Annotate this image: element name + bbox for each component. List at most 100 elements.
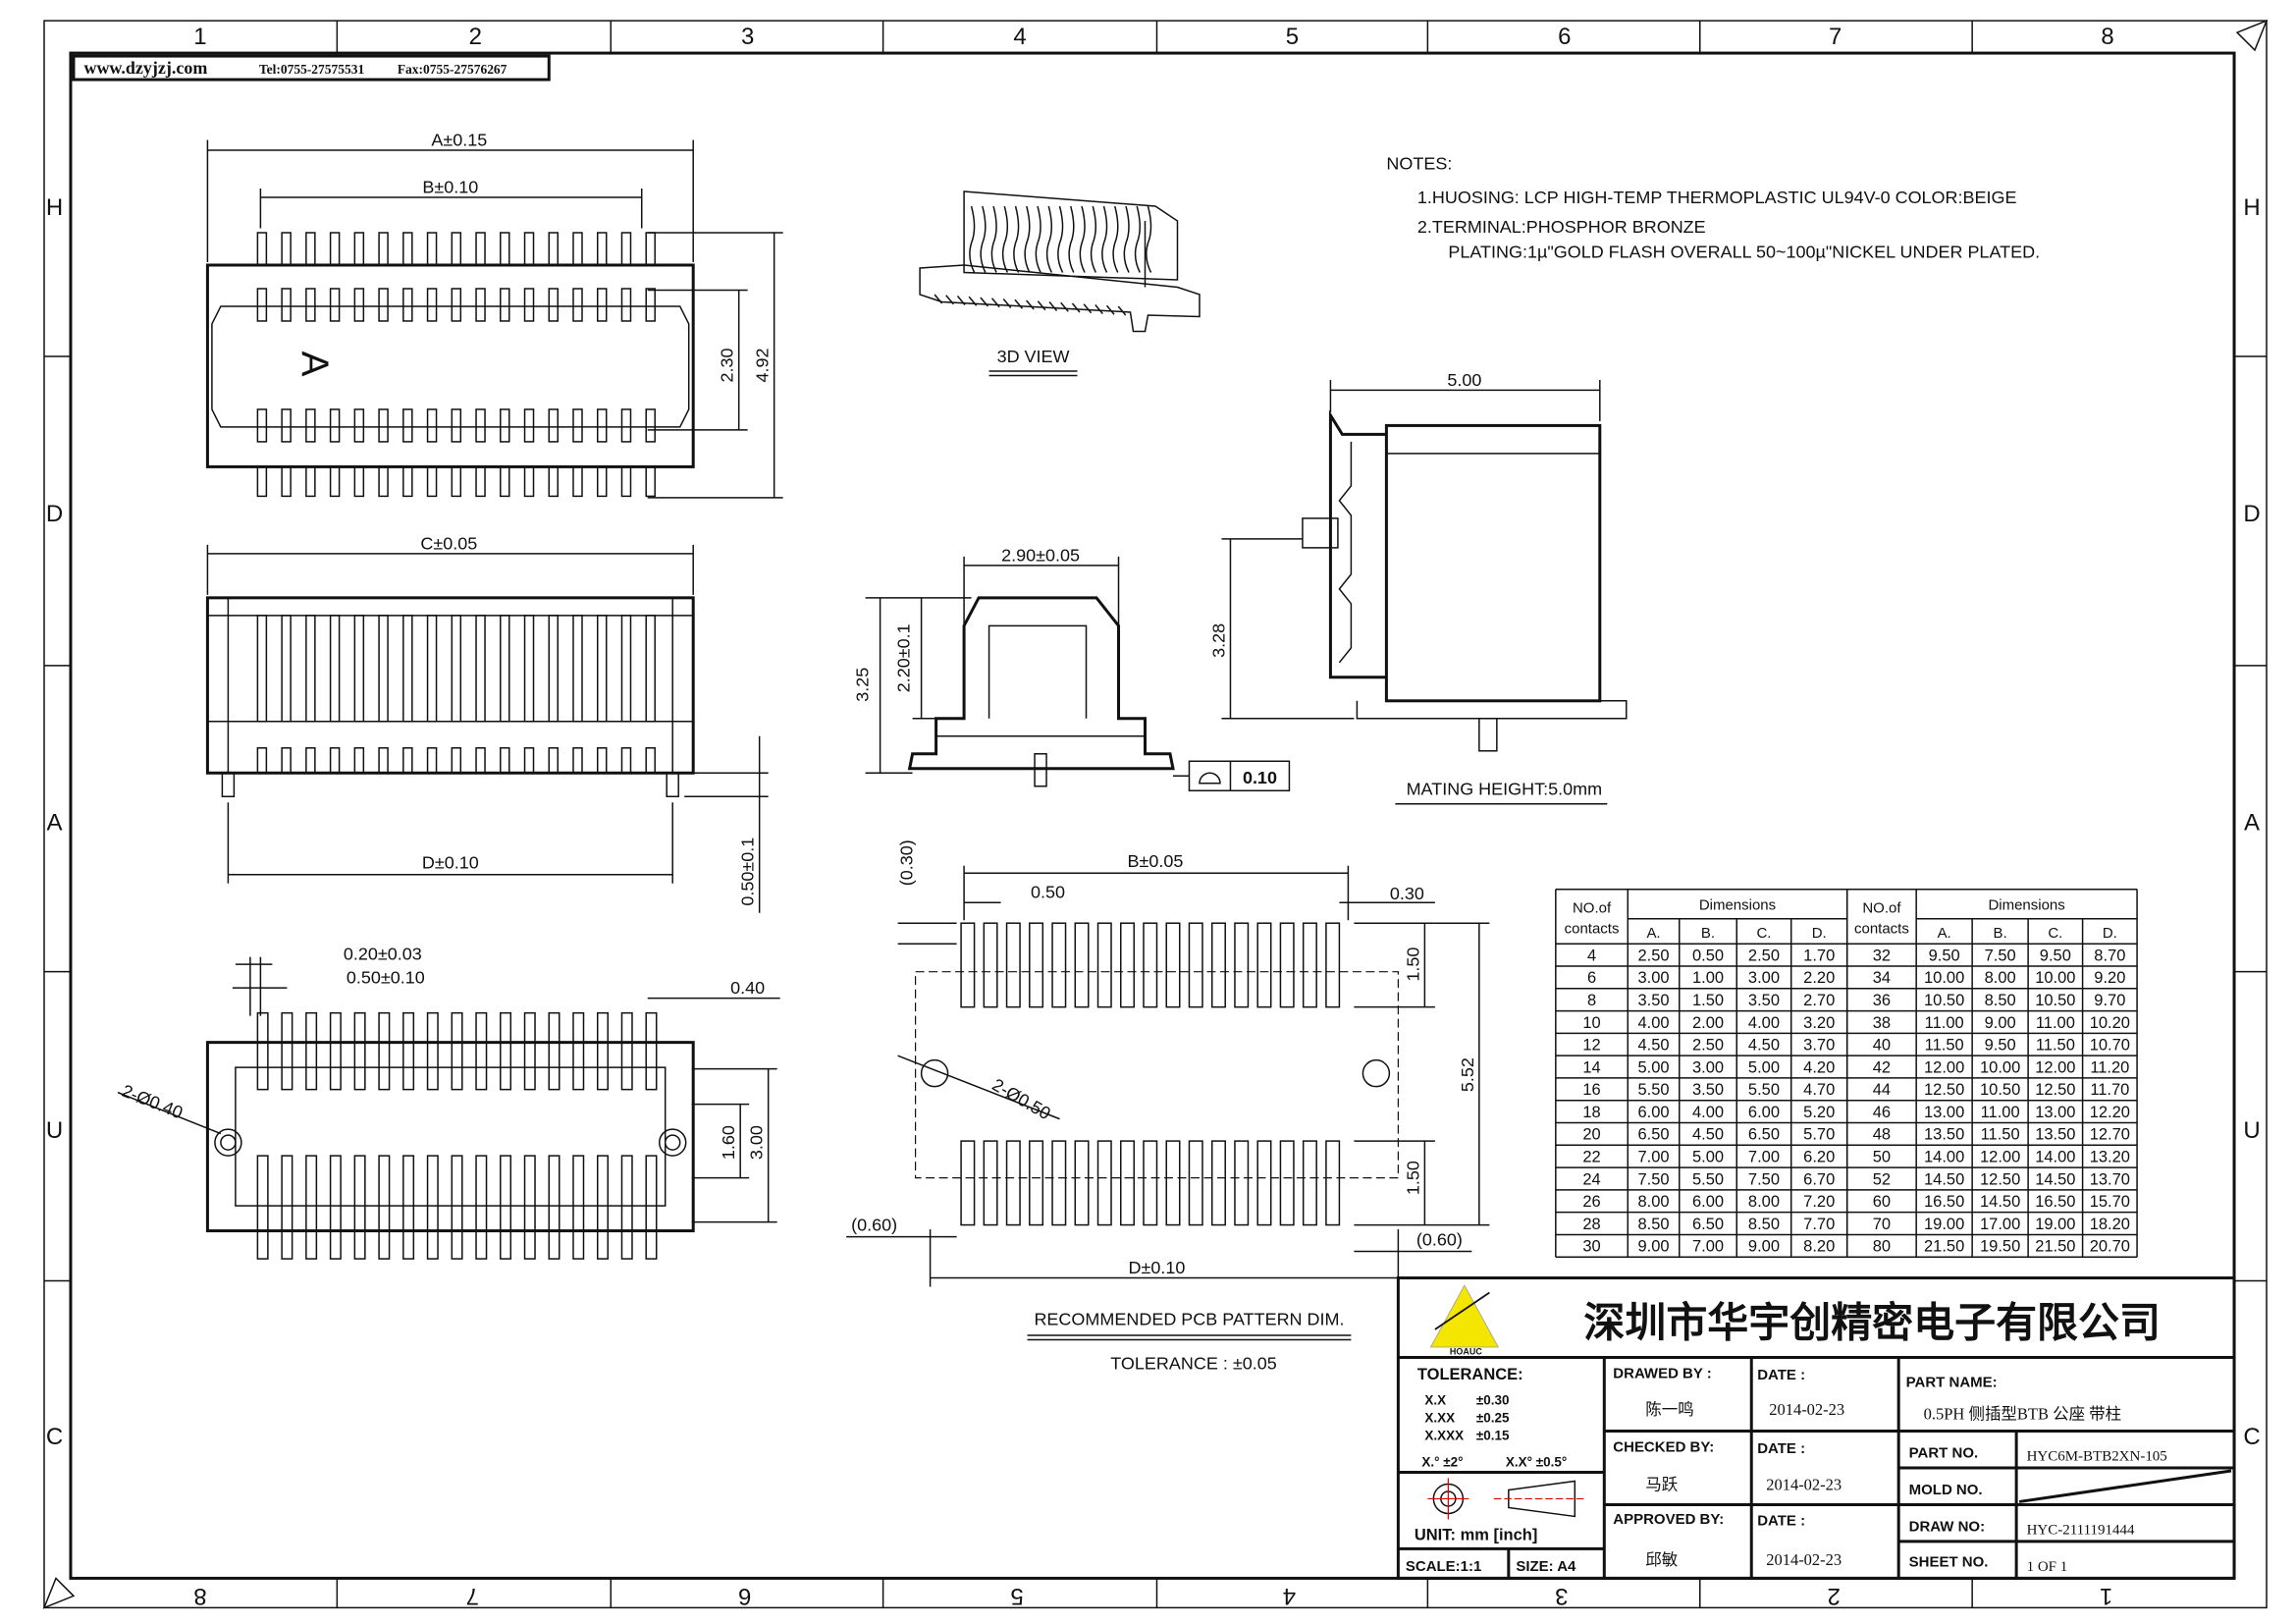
table-cell-contacts: 38: [1873, 1014, 1891, 1032]
front-pin: [475, 747, 486, 775]
front-pin: [451, 747, 462, 775]
top-pin: [523, 465, 535, 498]
tol-angle-2: X.X° ±0.5°: [1506, 1454, 1567, 1469]
iso-contact: [1068, 205, 1075, 273]
pcb-pad: [1256, 922, 1272, 1008]
tol-x: X.X: [1424, 1392, 1446, 1407]
iso-contact: [1057, 205, 1064, 273]
date-label: DATE :: [1757, 1367, 1805, 1383]
notes-title: NOTES:: [1386, 154, 1452, 174]
pcb-pad: [960, 922, 976, 1008]
table-header-contacts: NO.of: [1573, 900, 1612, 917]
front-contact: [500, 615, 510, 723]
top-pin: [572, 465, 583, 498]
front-pin: [620, 747, 632, 775]
table-cell-contacts: 6: [1587, 969, 1596, 987]
iso-view-label: 3D VIEW: [997, 347, 1070, 366]
table-cell: 14.00: [2035, 1149, 2075, 1166]
top-contact: [378, 408, 389, 443]
top-contact: [451, 408, 462, 443]
bottom-contact: [426, 1155, 439, 1260]
table-cell: 5.50: [1748, 1081, 1780, 1099]
table-cell: 11.50: [2036, 1037, 2075, 1055]
bottom-contact: [402, 1011, 415, 1091]
table-cell-contacts: 34: [1873, 969, 1891, 987]
top-contact: [353, 408, 365, 443]
iso-contact: [1024, 205, 1031, 273]
table-cell: 7.00: [1692, 1238, 1724, 1256]
mating-height: MATING HEIGHT:5.0mm: [1407, 780, 1603, 799]
top-contact: [256, 408, 268, 443]
table-cell: 13.00: [1924, 1104, 1964, 1121]
bottom-contact: [281, 1011, 294, 1091]
table-cell: 5.00: [1748, 1058, 1780, 1076]
bottom-contact: [329, 1155, 342, 1260]
pcb-dim-1-50-top: 1.50: [1403, 947, 1422, 982]
table-cell-contacts: 60: [1873, 1193, 1891, 1211]
bottom-contact: [256, 1155, 269, 1260]
approved-by: 邱敏: [1645, 1550, 1678, 1569]
table-cell-contacts: 44: [1873, 1081, 1891, 1099]
table-cell: 9.20: [2094, 969, 2125, 987]
pcb-tolerance: TOLERANCE : ±0.05: [1110, 1354, 1276, 1374]
top-contact: [402, 408, 413, 443]
zone-col-bottom: 8: [193, 1583, 206, 1609]
iso-pin: [1037, 300, 1046, 311]
pcb-pad: [1096, 922, 1112, 1008]
table-cell: 21.50: [1924, 1238, 1964, 1256]
bottom-view: 0.20±0.03 0.50±0.10 0.40 2-Ø0.40 1.60 3.…: [117, 945, 780, 1260]
table-cell-contacts: 32: [1873, 947, 1891, 964]
title-block: HOAUC 深圳市华宇创精密电子有限公司 TOLERANCE: X.X ±0.3…: [1396, 1276, 2236, 1580]
zone-row: A: [46, 810, 62, 837]
top-pin: [281, 465, 292, 498]
table-cell-contacts: 80: [1873, 1238, 1891, 1256]
logo-text: HOAUC: [1450, 1347, 1482, 1357]
pcb-dim-pad-width: 0.30: [1390, 884, 1424, 903]
scale-label: SCALE:1:1: [1406, 1558, 1481, 1575]
table-cell: 6.50: [1637, 1126, 1669, 1144]
pcb-pad: [1074, 1140, 1090, 1226]
drawed-by-label: DRAWED BY :: [1613, 1366, 1711, 1382]
zone-row: C: [46, 1424, 63, 1450]
top-contact: [402, 288, 413, 322]
table-cell: 14.00: [1924, 1149, 1964, 1166]
table-cell: 1.50: [1692, 992, 1724, 1009]
table-cell: 1.70: [1803, 947, 1835, 964]
table-cell: 6.50: [1748, 1126, 1780, 1144]
pcb-pad: [1279, 922, 1295, 1008]
table-cell: 12.70: [2090, 1126, 2130, 1144]
table-cell-contacts: 4: [1587, 947, 1596, 964]
bottom-contact: [353, 1155, 366, 1260]
iso-pin: [1083, 303, 1093, 314]
date-label: DATE :: [1757, 1440, 1805, 1457]
table-cell: 8.20: [1803, 1238, 1835, 1256]
table-cell: 4.20: [1803, 1058, 1835, 1076]
approved-by-label: APPROVED BY:: [1613, 1511, 1724, 1528]
bottom-contact: [378, 1011, 391, 1091]
dim-a: A±0.15: [431, 131, 487, 150]
tel-text: Tel:0755-27575531: [259, 62, 365, 77]
top-contact: [378, 288, 389, 322]
front-contact: [378, 615, 389, 723]
top-contact: [620, 288, 632, 322]
front-pin: [256, 747, 268, 775]
zone-labels: 1 2 3 4 5 6 7 8 8 7 6 5 4 3 2 1 H D A U …: [46, 24, 2261, 1609]
table-cell: 8.00: [1748, 1193, 1780, 1211]
top-pin: [475, 465, 486, 498]
pcb-dim-d: D±0.10: [1129, 1258, 1186, 1277]
table-cell-contacts: 20: [1582, 1126, 1600, 1144]
table-cell: 5.70: [1803, 1126, 1835, 1144]
table-cell: 6.50: [1692, 1216, 1724, 1233]
table-cell: 4.50: [1748, 1037, 1780, 1055]
bottom-contact: [572, 1011, 585, 1091]
zone-row: D: [46, 501, 63, 527]
pcb-pattern-title: RECOMMENDED PCB PATTERN DIM.: [1034, 1310, 1344, 1329]
front-contact: [305, 615, 316, 723]
iso-pin: [934, 294, 943, 304]
front-contact: [596, 615, 608, 723]
iso-pin: [956, 295, 966, 305]
top-contact: [475, 288, 486, 322]
